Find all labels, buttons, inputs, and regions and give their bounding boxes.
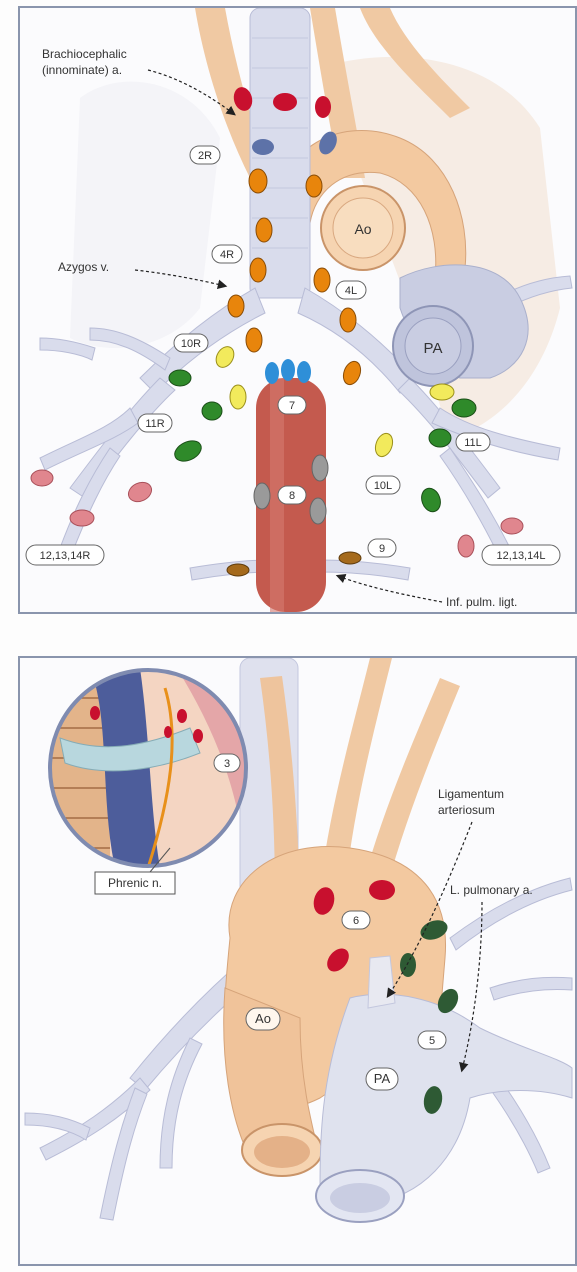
label-brachiocephalic-line2: (innominate) a. <box>42 63 122 77</box>
node-11l <box>429 429 451 447</box>
node-orange <box>256 218 272 242</box>
arrow-inf-pulm-ligt <box>338 576 442 602</box>
bottom-panel-aortic-nodes: Ligamentum arteriosum L. pulmonary a. Ph… <box>18 656 577 1266</box>
pa-lumen <box>330 1183 390 1213</box>
node-12l <box>458 535 474 557</box>
node-7 <box>265 362 279 384</box>
label-inf-pulm-ligt: Inf. pulm. ligt. <box>446 595 517 609</box>
svg-text:11R: 11R <box>145 418 164 430</box>
top-panel-illustration: Brachiocephalic (innominate) a. Azygos v… <box>20 8 575 612</box>
node-6 <box>369 880 395 900</box>
station-4l: 4L <box>336 281 366 299</box>
node-11r <box>172 437 205 465</box>
svg-text:2R: 2R <box>198 150 212 162</box>
label-azygos: Azygos v. <box>58 260 109 274</box>
station-7: 7 <box>278 396 306 414</box>
node-12r <box>125 479 154 505</box>
svg-text:9: 9 <box>379 543 385 555</box>
node-11r <box>202 402 222 420</box>
station-6: 6 <box>342 911 370 929</box>
nodes-blue-subcarinal <box>265 359 311 384</box>
label-ligamentum-line1: Ligamentum <box>438 787 504 801</box>
svg-text:12,13,14L: 12,13,14L <box>497 550 546 562</box>
svg-text:5: 5 <box>429 1035 435 1047</box>
svg-text:Phrenic n.: Phrenic n. <box>108 876 162 890</box>
node-3 <box>193 729 203 743</box>
station-10r: 10R <box>174 334 208 352</box>
ligamentum-arteriosum <box>368 956 395 1008</box>
node-11r-yellow <box>230 385 246 409</box>
station-12-13-14r: 12,13,14R <box>26 545 104 565</box>
right-lung-shadow <box>70 82 220 348</box>
svg-text:6: 6 <box>353 915 359 927</box>
svg-text:PA: PA <box>374 1071 391 1086</box>
node-12l <box>501 518 523 534</box>
svg-text:7: 7 <box>289 400 295 412</box>
svg-text:11L: 11L <box>464 437 482 449</box>
station-4r: 4R <box>212 245 242 263</box>
station-9: 9 <box>368 539 396 557</box>
node-4l <box>314 268 330 292</box>
node-11r <box>169 370 191 386</box>
label-ao-bottom: Ao <box>246 1008 280 1030</box>
aorta-lumen <box>254 1136 310 1168</box>
node-3 <box>90 706 100 720</box>
label-ligamentum-line2: arteriosum <box>438 803 495 817</box>
node-11l-yellow <box>430 384 454 400</box>
node-10l-orange <box>340 359 363 387</box>
node-4l-lower <box>340 308 356 332</box>
station-11l: 11L <box>456 433 490 451</box>
node-11l <box>452 399 476 417</box>
station-10l: 10L <box>366 476 400 494</box>
svg-text:12,13,14R: 12,13,14R <box>40 550 91 562</box>
node-10r-orange <box>246 328 262 352</box>
svg-text:10L: 10L <box>374 480 392 492</box>
node-11l-lower <box>418 486 443 515</box>
label-pa-bottom: PA <box>366 1068 398 1090</box>
station-11r: 11R <box>138 414 172 432</box>
svg-text:4L: 4L <box>345 285 357 297</box>
phrenic-label-box: Phrenic n. <box>95 872 175 894</box>
station-5: 5 <box>418 1031 446 1049</box>
node-12r <box>31 470 53 486</box>
station-3: 3 <box>214 754 240 772</box>
node-3 <box>177 709 187 723</box>
node-7 <box>297 361 311 383</box>
node-8 <box>254 483 270 509</box>
svg-text:Ao: Ao <box>255 1011 271 1026</box>
node-orange <box>306 175 322 197</box>
station-2r: 2R <box>190 146 220 164</box>
bottom-panel-illustration: Ligamentum arteriosum L. pulmonary a. Ph… <box>20 658 575 1264</box>
svg-text:10R: 10R <box>181 338 201 350</box>
station-8: 8 <box>278 486 306 504</box>
node-9 <box>339 552 361 564</box>
node-7 <box>281 359 295 381</box>
node-orange <box>249 169 267 193</box>
node-red <box>273 93 297 111</box>
label-ao: Ao <box>354 221 371 237</box>
node-10l <box>372 431 395 459</box>
label-pa: PA <box>424 340 443 357</box>
node-8 <box>312 455 328 481</box>
node-3 <box>164 726 172 738</box>
node-9 <box>227 564 249 576</box>
node-2r <box>252 139 274 155</box>
label-brachiocephalic-line1: Brachiocephalic <box>42 47 127 61</box>
label-l-pulmonary: L. pulmonary a. <box>450 883 533 897</box>
svg-text:4R: 4R <box>220 249 234 261</box>
node-12r <box>70 510 94 526</box>
top-panel-mediastinal-nodes: Brachiocephalic (innominate) a. Azygos v… <box>18 6 577 614</box>
svg-text:3: 3 <box>224 758 230 770</box>
node-10r <box>213 343 238 370</box>
node-4r-lower <box>228 295 244 317</box>
svg-text:8: 8 <box>289 490 295 502</box>
node-4r <box>250 258 266 282</box>
station-12-13-14l: 12,13,14L <box>482 545 560 565</box>
node-8 <box>310 498 326 524</box>
node-red <box>315 96 331 118</box>
